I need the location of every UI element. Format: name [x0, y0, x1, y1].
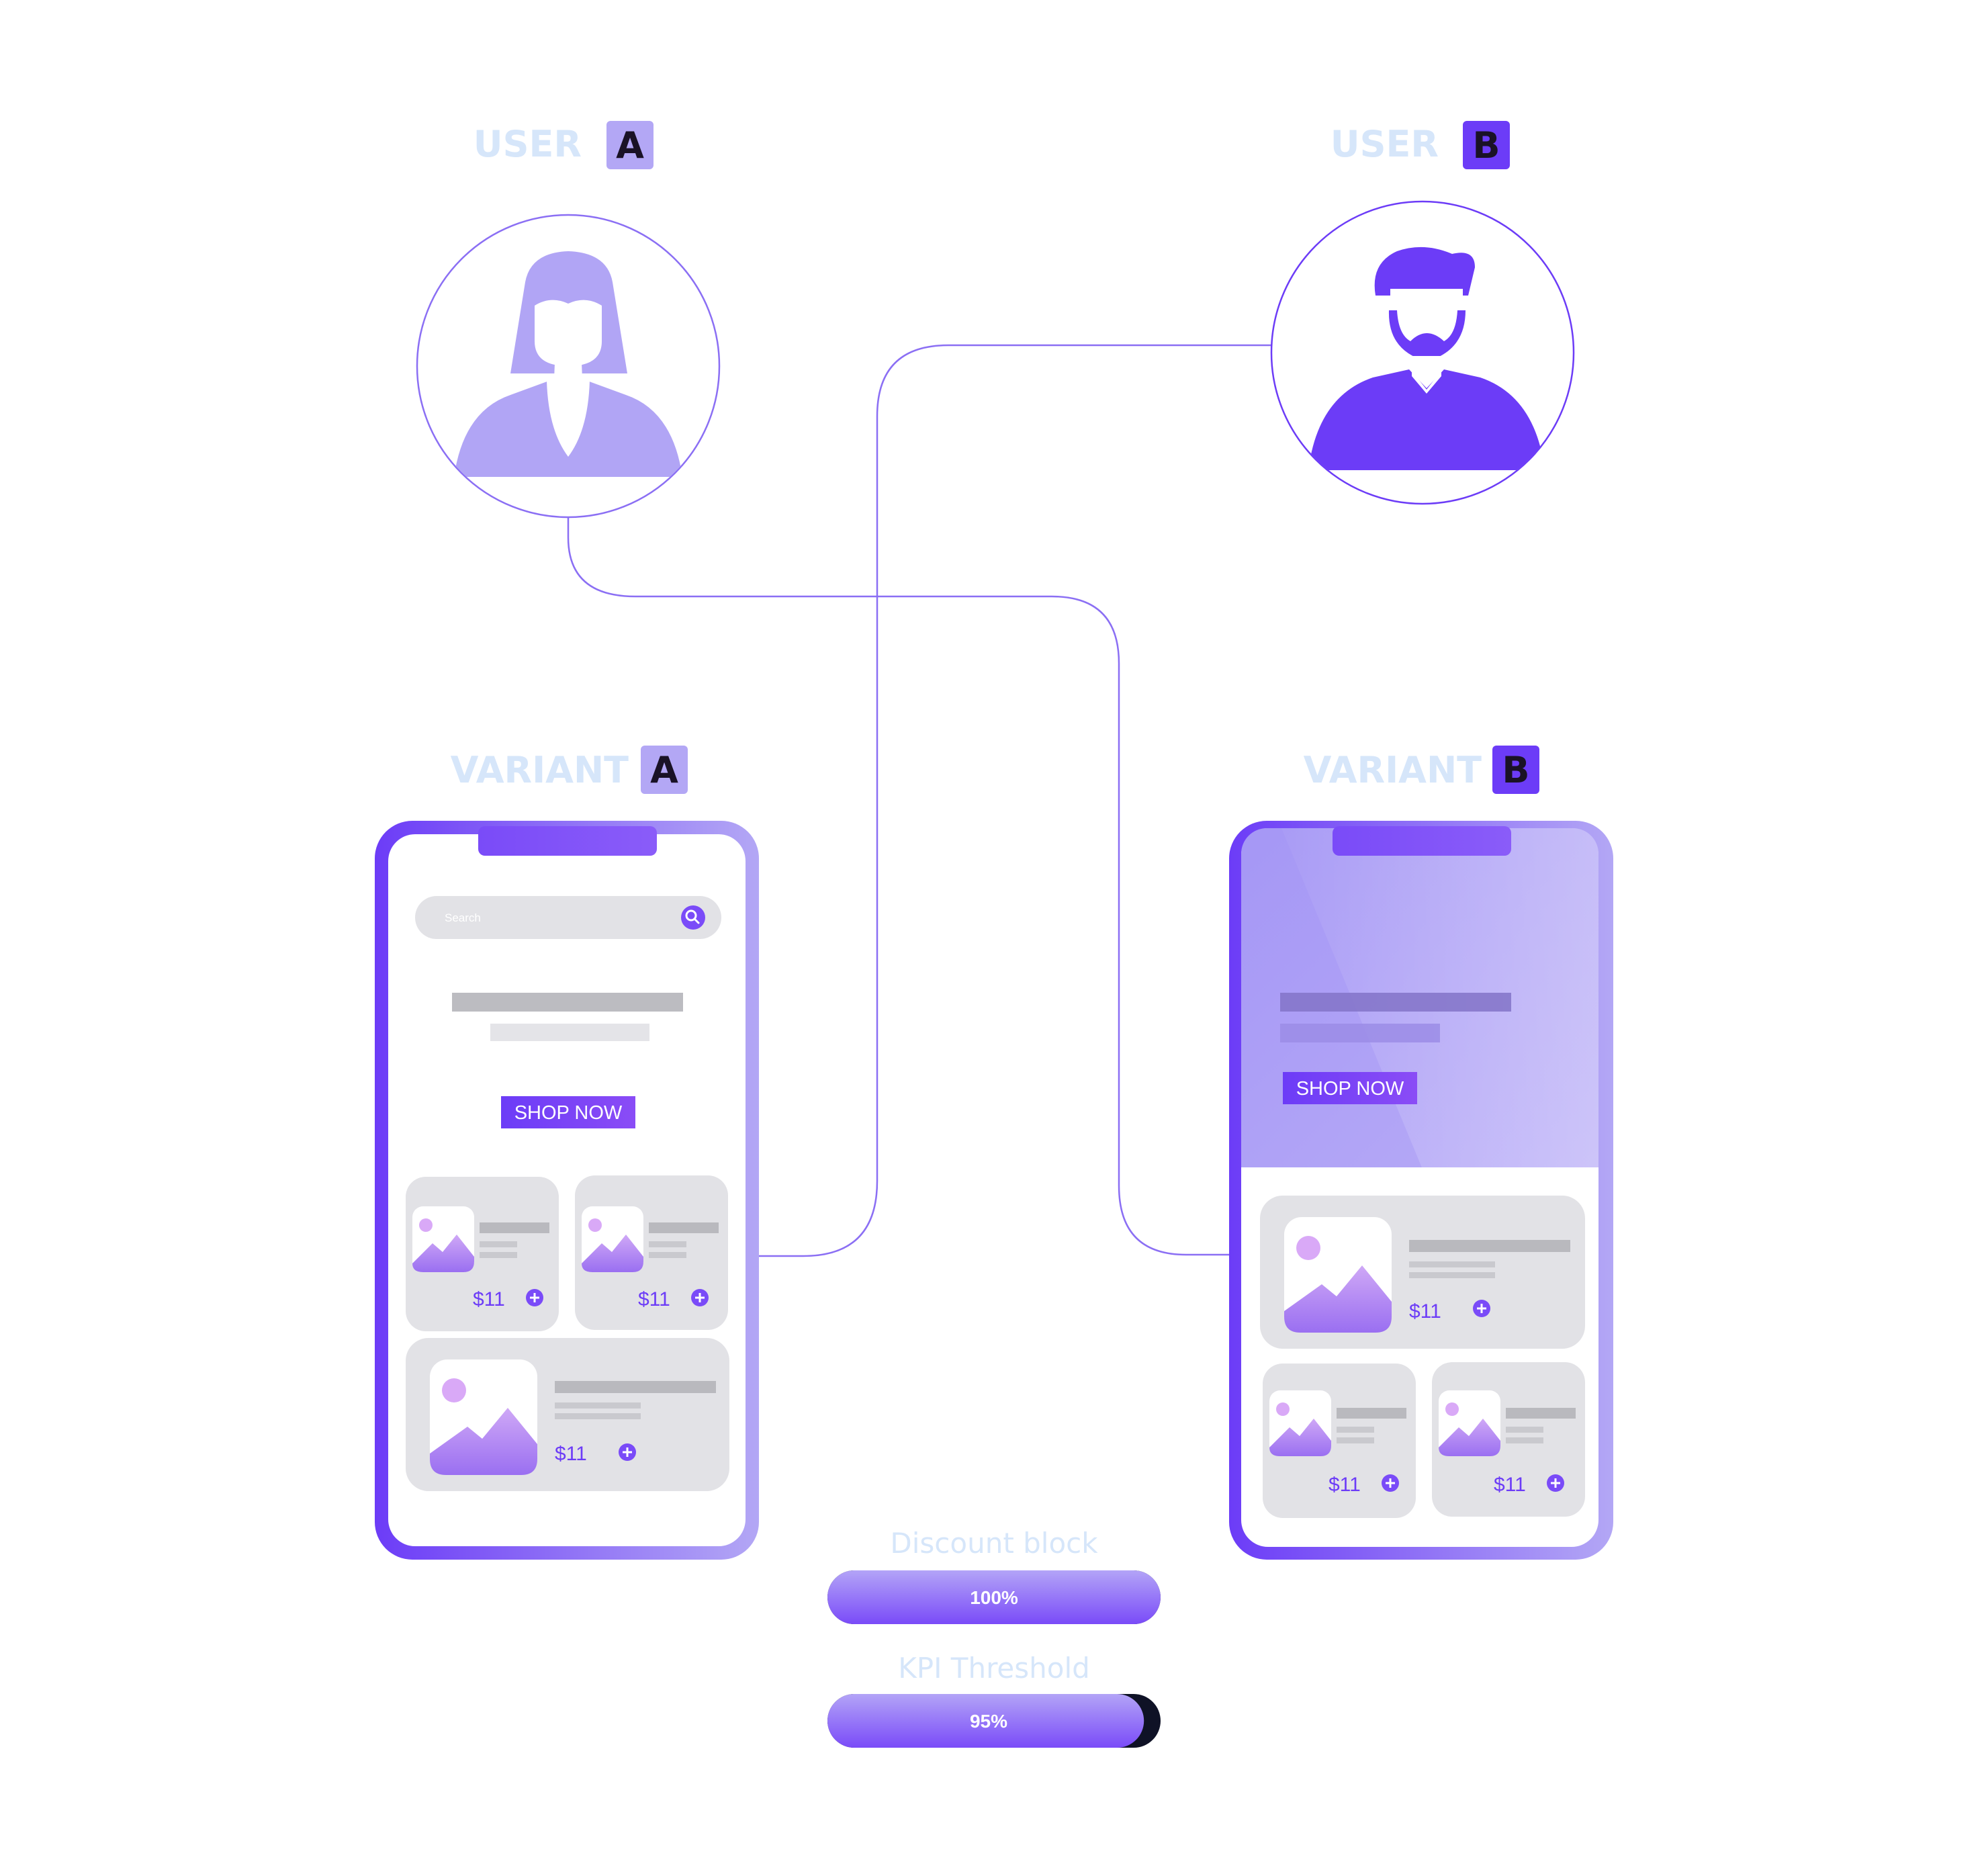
user-a-badge [606, 121, 654, 169]
variant-b-label-word: VARIANT [1304, 749, 1482, 791]
user-a-label-word: USER [474, 123, 582, 165]
variant-a-label-word: VARIANT [451, 749, 629, 791]
metric-discount-value: 100% [970, 1587, 1018, 1608]
metric-kpi-label: KPI Threshold [898, 1652, 1090, 1685]
phone-a-shop-now-button[interactable]: SHOP NOW [501, 1096, 635, 1128]
product-image-icon [1439, 1390, 1500, 1456]
product-price: $11 [1409, 1300, 1441, 1323]
product-title-placeholder [555, 1381, 716, 1393]
phone-a-search-bar[interactable]: Search [415, 896, 721, 939]
phone-a-product-card-3[interactable]: $11 [406, 1338, 729, 1491]
connector-user-a-to-variant-b [567, 517, 1230, 1256]
product-line-placeholder [480, 1241, 517, 1247]
product-title-placeholder [480, 1222, 549, 1233]
add-to-cart-icon[interactable] [1547, 1474, 1564, 1492]
user-b-group: USER B [1270, 121, 1575, 505]
phone-b-shop-now-button[interactable]: SHOP NOW [1283, 1072, 1417, 1104]
variant-b-group: VARIANT B SHOP NOW $11 [1229, 746, 1613, 1560]
product-price: $11 [1328, 1474, 1361, 1496]
metric-discount-label: Discount block [890, 1527, 1098, 1560]
phone-a-search-placeholder: Search [445, 911, 481, 924]
phone-a-product-card-1[interactable]: $11 [406, 1177, 559, 1331]
add-to-cart-icon[interactable] [1473, 1300, 1490, 1317]
metric-kpi-fill [827, 1694, 1144, 1748]
female-avatar-icon [454, 251, 682, 477]
variant-b-badge [1492, 746, 1539, 794]
product-title-placeholder [1506, 1408, 1576, 1419]
product-price: $11 [473, 1288, 505, 1310]
product-line-placeholder [480, 1252, 517, 1258]
product-line-placeholder [555, 1402, 641, 1409]
product-line-placeholder [649, 1252, 686, 1258]
product-line-placeholder [649, 1241, 686, 1247]
metric-kpi-value: 95% [970, 1711, 1007, 1732]
product-price: $11 [638, 1288, 670, 1310]
user-a-badge-letter: A [616, 124, 644, 167]
connector-user-b-to-variant-a [758, 344, 1272, 1257]
product-price: $11 [555, 1443, 587, 1465]
phone-b-shop-now-label: SHOP NOW [1296, 1078, 1404, 1100]
connector-lines [567, 344, 1272, 1257]
metric-kpi-threshold: KPI Threshold 95% [827, 1652, 1161, 1748]
phone-b-product-card-2[interactable]: $11 [1263, 1364, 1416, 1518]
add-to-cart-icon[interactable] [691, 1289, 709, 1306]
add-to-cart-icon[interactable] [619, 1443, 636, 1461]
variant-a-group: VARIANT A Search SHOP NOW [375, 746, 759, 1560]
product-line-placeholder [1506, 1427, 1543, 1433]
phone-b-subline-placeholder [1280, 1024, 1440, 1042]
product-image-icon [412, 1206, 474, 1272]
search-icon[interactable] [681, 905, 705, 930]
product-image-icon [1284, 1217, 1392, 1333]
product-title-placeholder [1409, 1240, 1570, 1252]
phone-b-product-card-1[interactable]: $11 [1260, 1196, 1585, 1349]
product-line-placeholder [1409, 1261, 1495, 1267]
user-a-group: USER A [416, 121, 721, 519]
product-line-placeholder [1506, 1437, 1543, 1443]
product-title-placeholder [649, 1222, 719, 1233]
user-b-badge [1463, 121, 1510, 169]
product-price: $11 [1494, 1474, 1526, 1496]
user-b-label-word: USER [1331, 123, 1439, 165]
product-line-placeholder [1409, 1272, 1495, 1278]
metric-discount-block: Discount block 100% [827, 1527, 1161, 1624]
product-line-placeholder [555, 1413, 641, 1419]
phone-a-headline-placeholder [452, 993, 683, 1012]
phone-a-product-card-2[interactable]: $11 [575, 1175, 728, 1330]
male-avatar-icon [1308, 247, 1545, 470]
add-to-cart-icon[interactable] [1382, 1474, 1399, 1492]
product-image-icon [582, 1206, 643, 1272]
variant-a-badge [641, 746, 688, 794]
phone-b-notch [1333, 826, 1511, 856]
phone-a-shop-now-label: SHOP NOW [514, 1102, 623, 1124]
phone-b-product-card-3[interactable]: $11 [1432, 1362, 1585, 1517]
product-image-icon [430, 1359, 537, 1475]
metric-discount-fill [827, 1570, 1161, 1624]
product-title-placeholder [1337, 1408, 1406, 1419]
phone-a-notch [478, 826, 657, 856]
product-line-placeholder [1337, 1427, 1374, 1433]
user-b-badge-letter: B [1472, 124, 1500, 167]
product-image-icon [1269, 1390, 1331, 1456]
add-to-cart-icon[interactable] [526, 1289, 543, 1306]
product-line-placeholder [1337, 1437, 1374, 1443]
phone-b-headline-placeholder [1280, 993, 1511, 1012]
variant-a-badge-letter: A [650, 749, 678, 791]
phone-a-subline-placeholder [490, 1024, 649, 1041]
variant-b-badge-letter: B [1502, 749, 1529, 791]
